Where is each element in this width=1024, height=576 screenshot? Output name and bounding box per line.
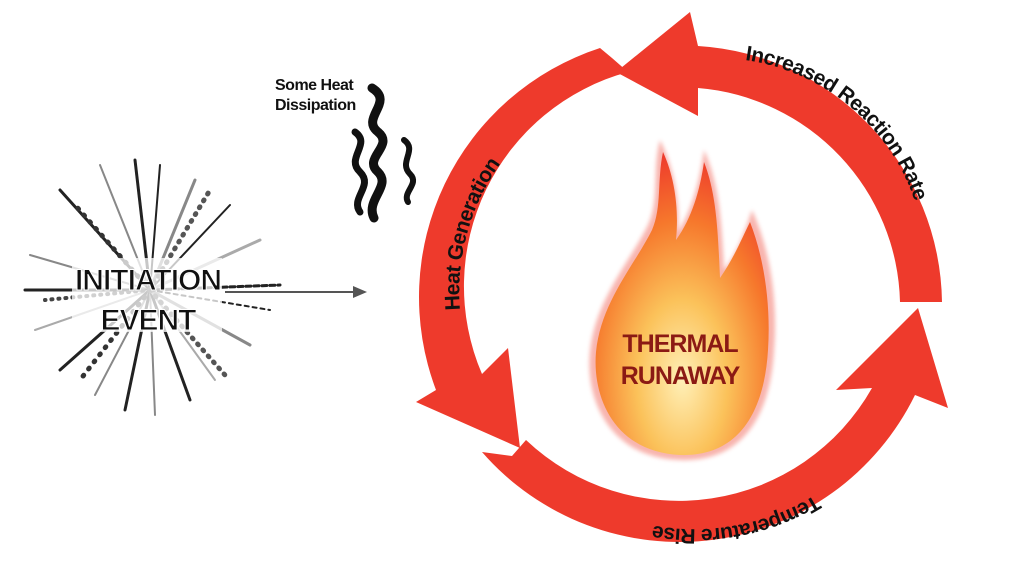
dissipation-label-line1: Some Heat — [275, 77, 354, 94]
initiation-label-line2: EVENT — [100, 304, 196, 337]
initiation-arrow — [225, 286, 367, 298]
center-label-line1: THERMAL — [622, 330, 738, 358]
arrow-left-segment — [416, 48, 628, 448]
initiation-burst: INITIATION EVENT — [23, 158, 282, 416]
flame-icon: THERMAL RUNAWAY — [589, 140, 776, 461]
arrow-bottom-segment — [482, 308, 948, 542]
arrow-top-segment — [616, 12, 942, 302]
initiation-label-line1: INITIATION — [75, 264, 221, 297]
heat-dissipation: Some Heat Dissipation — [275, 77, 417, 223]
center-label-line2: RUNAWAY — [621, 362, 741, 390]
heat-waves-icon — [351, 83, 417, 223]
dissipation-label-line2: Dissipation — [275, 97, 356, 114]
